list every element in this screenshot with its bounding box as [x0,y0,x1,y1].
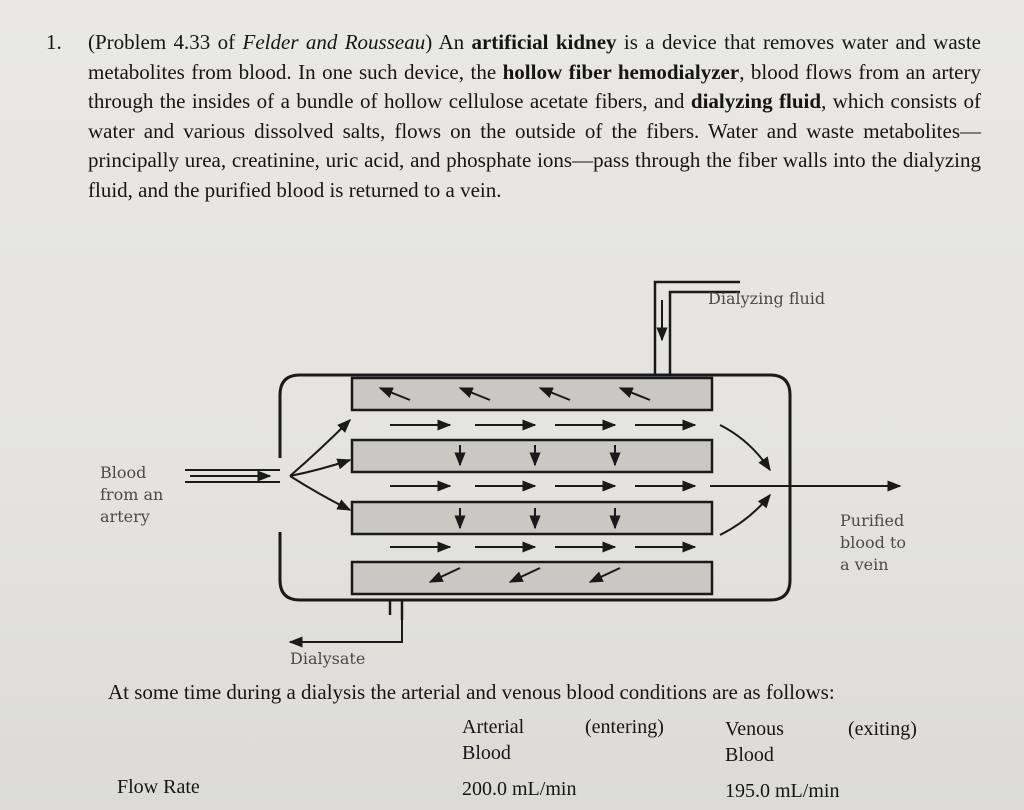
header-arterial-blood: Blood [462,742,511,764]
value-venous-flow: 195.0 mL/min [725,780,840,802]
label-blood-out-1: Purified [840,511,905,530]
text-segment: ) An [425,30,472,54]
header-venous-blood: Blood [725,744,774,766]
term-dialyzing-fluid: dialyzing fluid [690,89,822,113]
blood-conditions-table: Arterial Blood (entering) Venous Blood (… [0,708,1024,810]
label-blood-in-3: artery [100,507,150,526]
row-label-flow-rate: Flow Rate [117,776,200,798]
problem-number: 1. [46,30,62,54]
problem-statement: 1. (Problem 4.33 of Felder and Rousseau)… [46,28,981,205]
header-arterial: Arterial [462,716,525,738]
hemodialyzer-diagram: Dialyzing fluid Blood from an artery Pur… [90,270,940,670]
conditions-intro: At some time during a dialysis the arter… [108,680,835,704]
label-blood-in-2: from an [100,485,164,504]
problem-paragraph: (Problem 4.33 of Felder and Rousseau) An… [88,28,981,205]
header-exiting: (exiting) [848,718,917,740]
label-blood-out-3: a vein [840,555,889,574]
shell-outline [278,373,792,602]
value-arterial-flow: 200.0 mL/min [462,778,577,800]
label-blood-out-2: blood to [840,533,907,552]
text-segment: , blood flows from an artery through the… [88,59,981,114]
label-dialyzing-fluid: Dialyzing fluid [708,289,826,308]
label-dialysate: Dialysate [290,649,366,668]
header-venous: Venous [725,718,784,740]
header-entering: (entering) [585,716,664,738]
book-title: Felder and Rousseau [242,30,426,54]
text-segment: is a device that removes water and waste… [88,30,981,84]
text-segment: , which consists of water and various di… [88,89,982,202]
term-hollow-fiber-hemodialyzer: hollow fiber hemodialyzer [502,59,740,84]
label-blood-in-1: Blood [100,463,147,482]
text-segment: (Problem 4.33 of [88,30,243,54]
hemodialyzer-figure [185,280,902,648]
term-artificial-kidney: artificial kidney [471,30,617,54]
